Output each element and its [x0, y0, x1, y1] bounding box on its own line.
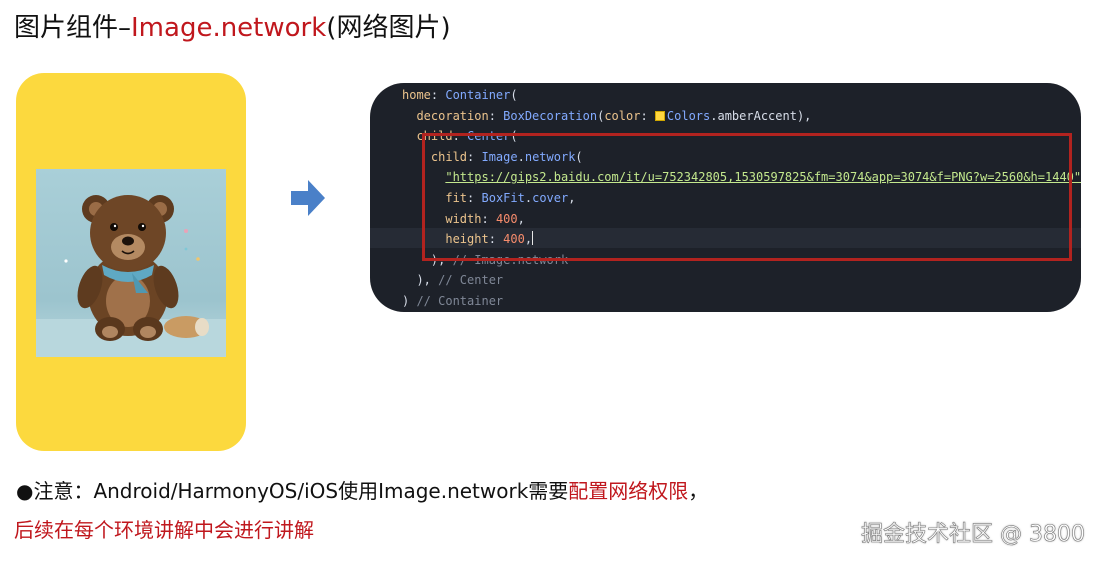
code-token: BoxDecoration	[503, 108, 598, 123]
code-line: fit: BoxFit.cover,	[402, 188, 1081, 209]
arrow-right-icon	[291, 180, 325, 216]
teddy-bear-illustration	[36, 195, 226, 357]
code-line: ) // Container	[402, 291, 1081, 312]
code-token: "https://gips2.baidu.com/it/u=752342805,…	[445, 170, 1081, 185]
note-prefix: 注意：Android/HarmonyOS/iOS使用Image.network需…	[33, 479, 569, 503]
code-line: child: Image.network(	[402, 147, 1081, 168]
code-token	[402, 109, 416, 123]
code-token: .	[517, 149, 525, 164]
text-cursor	[532, 231, 534, 246]
title-prefix: 图片组件–	[14, 13, 132, 43]
code-token: // Container	[416, 293, 504, 308]
teddy-bear-photo	[36, 169, 226, 357]
note-bullet: ●	[16, 479, 34, 503]
code-token: BoxFit	[481, 190, 525, 205]
title-highlight: Image.network	[131, 13, 327, 43]
page-title: 图片组件–Image.network(网络图片)	[14, 10, 451, 46]
code-block: home: Container( decoration: BoxDecorati…	[402, 85, 1081, 312]
note-suffix: ，	[688, 479, 709, 503]
phone-mockup	[16, 73, 246, 451]
code-line: child: Center(	[402, 126, 1081, 147]
code-line: home: Container(	[402, 85, 1081, 106]
code-token: :	[488, 108, 504, 123]
note-line-2: 后续在每个环境讲解中会进行讲解	[14, 518, 314, 542]
code-token: .amberAccent),	[710, 108, 812, 123]
code-token: cover	[532, 190, 569, 205]
code-token: (	[575, 149, 583, 164]
code-token: .	[524, 190, 533, 205]
current-line-highlight	[370, 228, 1081, 248]
code-token	[402, 129, 416, 143]
code-token: :	[467, 149, 482, 164]
code-token: child	[430, 149, 468, 164]
code-token: :	[640, 108, 655, 123]
code-token: ,	[524, 232, 533, 247]
code-token: ),	[402, 273, 439, 288]
code-token: Container	[445, 88, 511, 102]
code-token: color	[604, 108, 641, 123]
code-token: Image	[481, 149, 518, 164]
code-token: Colors	[666, 108, 711, 123]
highlight-box	[422, 133, 1072, 261]
code-line: decoration: BoxDecoration(color: Colors.…	[402, 106, 1081, 127]
code-token: ,	[517, 211, 525, 226]
code-line: "https://gips2.baidu.com/it/u=752342805,…	[402, 167, 1081, 188]
code-token: height	[445, 232, 489, 247]
code-screenshot: home: Container( decoration: BoxDecorati…	[370, 83, 1081, 312]
note-line-1: ●注意：Android/HarmonyOS/iOS使用Image.network…	[16, 476, 708, 506]
code-line: width: 400,	[402, 209, 1081, 230]
code-token: 400	[495, 211, 518, 226]
code-token: (	[510, 129, 518, 144]
code-token: :	[481, 211, 496, 226]
code-token: home	[402, 88, 431, 102]
code-token: child	[416, 129, 453, 144]
code-token: network	[524, 149, 576, 164]
code-token: ,	[568, 190, 576, 205]
code-token: )	[402, 293, 417, 308]
code-token: Center	[467, 129, 511, 144]
color-swatch-icon	[654, 110, 665, 121]
code-token: :	[467, 190, 482, 205]
code-token: :	[430, 88, 446, 102]
code-token: (	[510, 88, 518, 102]
code-line: ), // Center	[402, 270, 1081, 291]
code-token: fit	[445, 190, 468, 205]
note-highlight: 配置网络权限	[568, 479, 689, 503]
title-suffix: (网络图片)	[326, 13, 451, 43]
code-token: decoration	[416, 108, 489, 123]
code-token: // Center	[438, 273, 504, 288]
code-line: height: 400,	[402, 229, 1081, 250]
code-token: 400	[503, 232, 525, 247]
code-token: :	[488, 232, 504, 247]
watermark: 掘金技术社区 @ 3800	[861, 522, 1086, 548]
code-token: :	[452, 129, 468, 144]
code-token: (	[597, 108, 605, 123]
code-token: width	[445, 211, 482, 226]
